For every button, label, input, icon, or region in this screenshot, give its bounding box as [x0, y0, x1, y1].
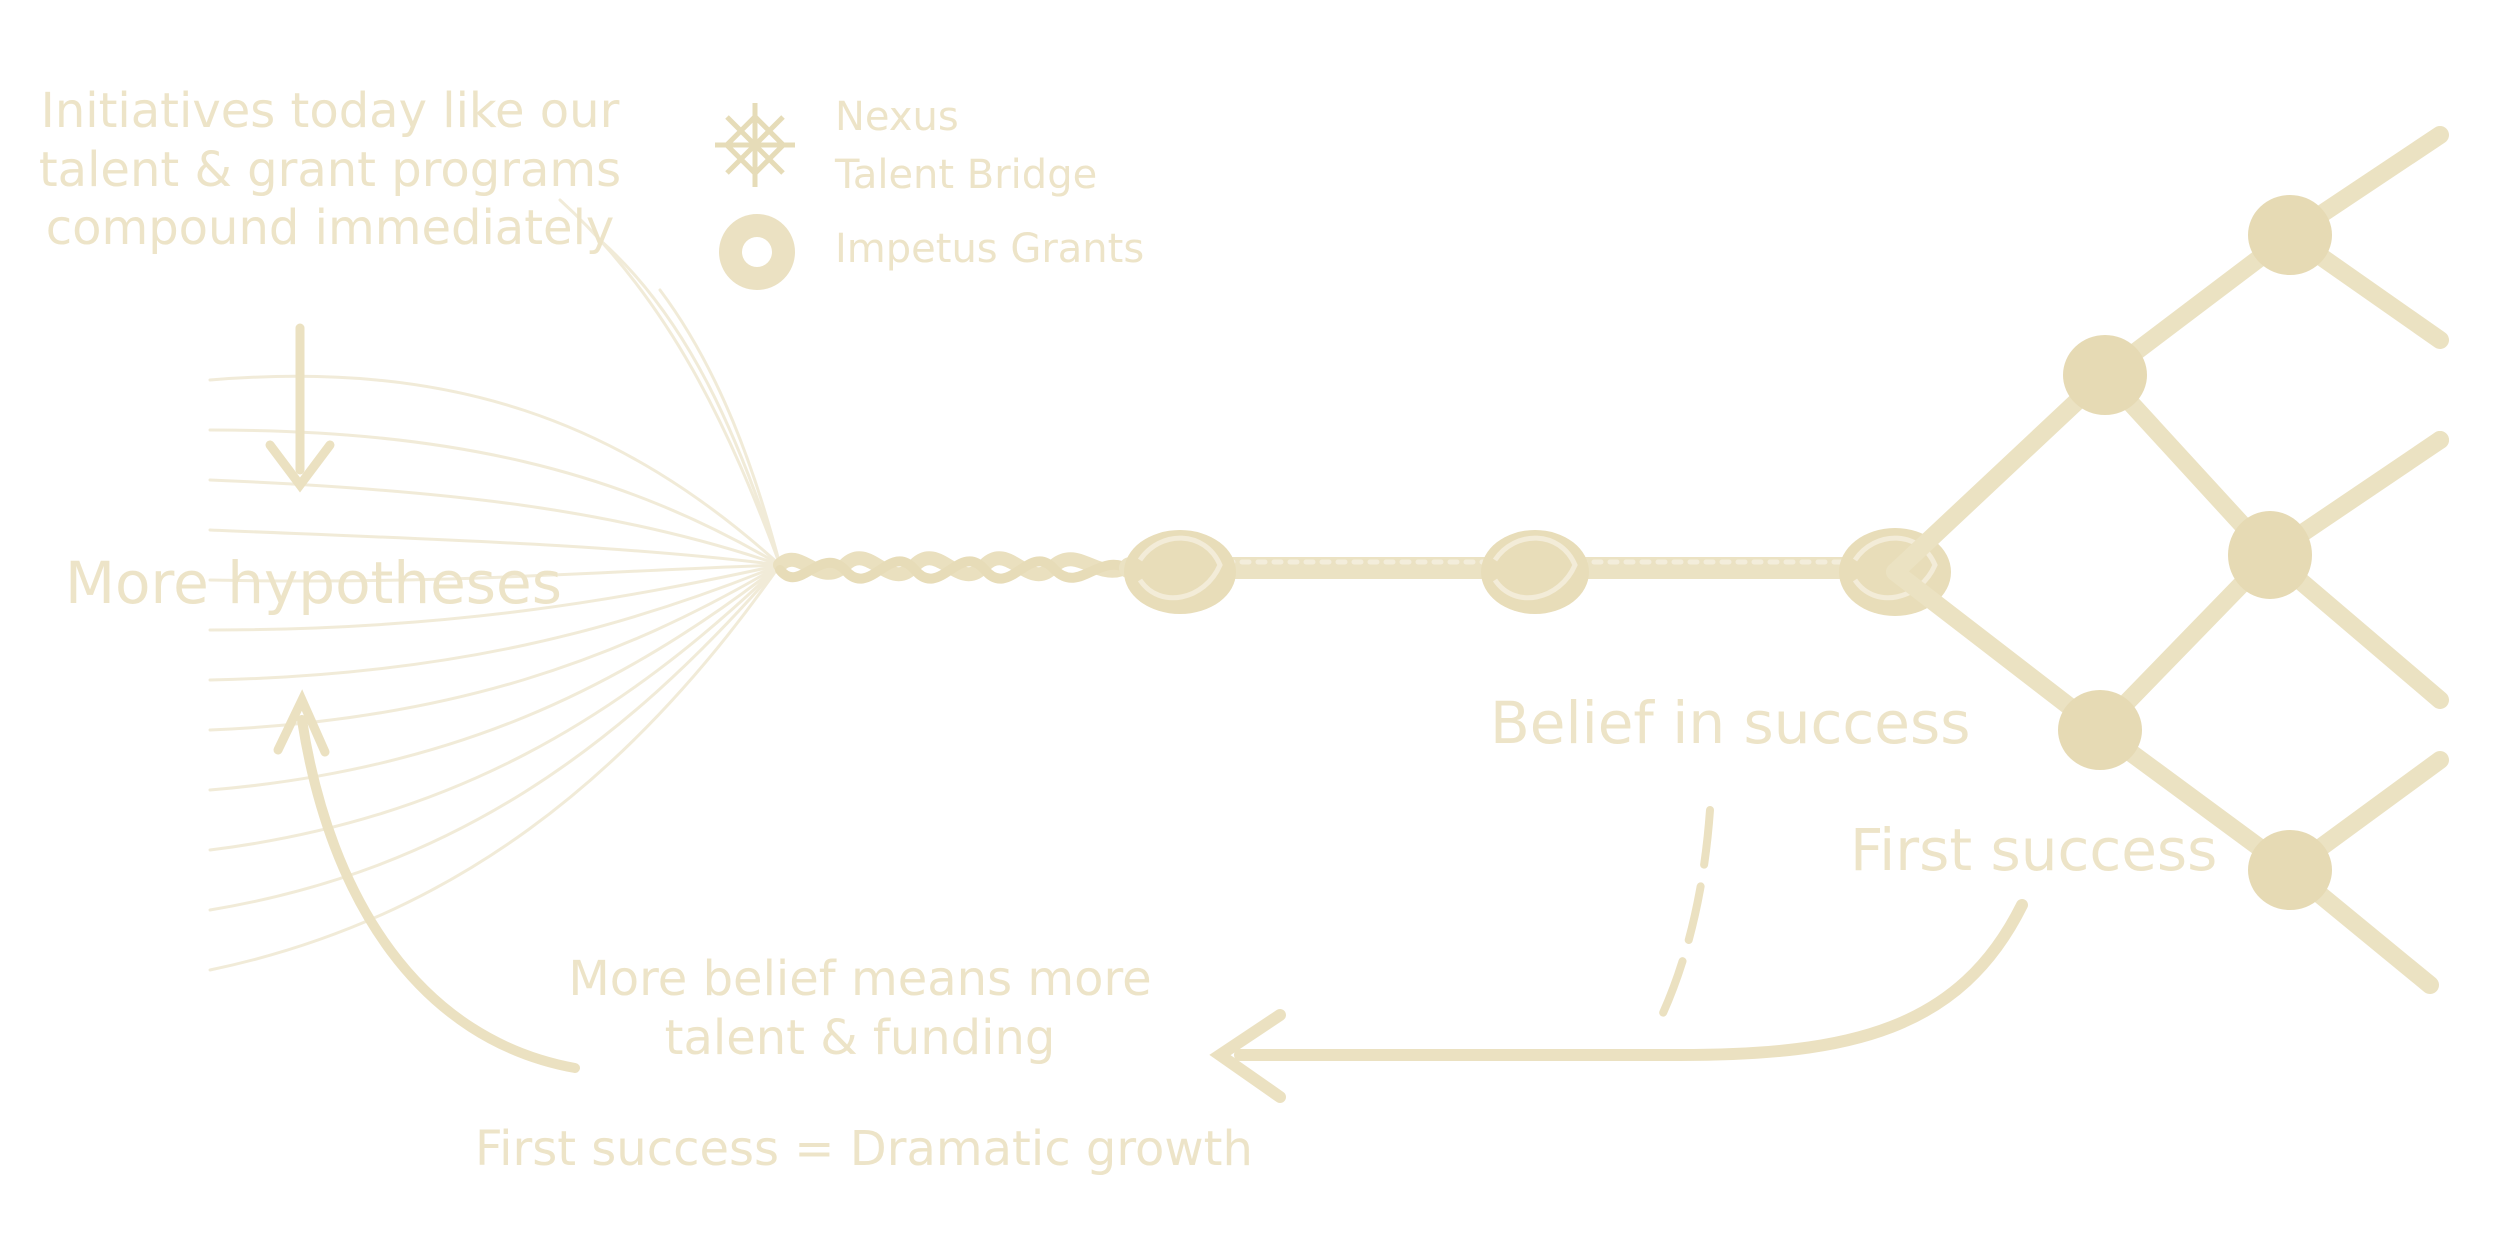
net-knot	[2248, 830, 2332, 910]
net-knot	[2058, 690, 2142, 770]
curved-up-arrow-head	[273, 689, 330, 757]
return-arrow	[1234, 899, 2028, 1061]
more-belief-caption: More belief means more talent & funding	[560, 950, 1160, 1067]
ring-icon	[719, 214, 795, 290]
snowflake-knot-icon	[715, 103, 795, 187]
twisted-rope	[773, 551, 1911, 584]
intro-line-2: talent & grant programs	[38, 141, 622, 198]
down-arrow-head	[265, 440, 335, 493]
net-knots	[2058, 195, 2332, 910]
intro-line-1: Initiatives today like our	[40, 83, 620, 139]
knot	[1124, 530, 1236, 614]
legend-label-line-2: Talent Bridge	[835, 152, 1098, 198]
first-success-label: First success	[1850, 816, 2218, 884]
net-knot	[2228, 511, 2312, 599]
more-hypotheses-label: More hypotheses	[65, 549, 562, 617]
curved-up-arrow	[297, 715, 580, 1073]
legend-item-impetus: Impetus Grants	[835, 220, 1144, 278]
return-arrow-head	[1209, 1009, 1286, 1103]
dashed-connector	[1651, 806, 1714, 1034]
belief-in-success-label: Belief in success	[1490, 689, 1971, 757]
legend-label-line-1: Nexus	[835, 94, 959, 140]
net-knot	[2248, 195, 2332, 275]
frayed-strands	[208, 198, 782, 972]
legend-label: Impetus Grants	[835, 226, 1145, 272]
dramatic-growth-label: First success = Dramatic growth	[475, 1121, 1253, 1177]
arrows	[265, 323, 2028, 1103]
more-belief-line-1: More belief means more	[568, 951, 1152, 1007]
net-knot	[2063, 335, 2147, 415]
intro-caption: Initiatives today like our talent & gran…	[30, 82, 630, 258]
more-belief-line-2: talent & funding	[664, 1009, 1056, 1066]
knot	[1481, 530, 1589, 614]
intro-line-3: compound immediately	[45, 200, 615, 257]
legend-item-nexus: Nexus Talent Bridge	[835, 88, 1097, 204]
